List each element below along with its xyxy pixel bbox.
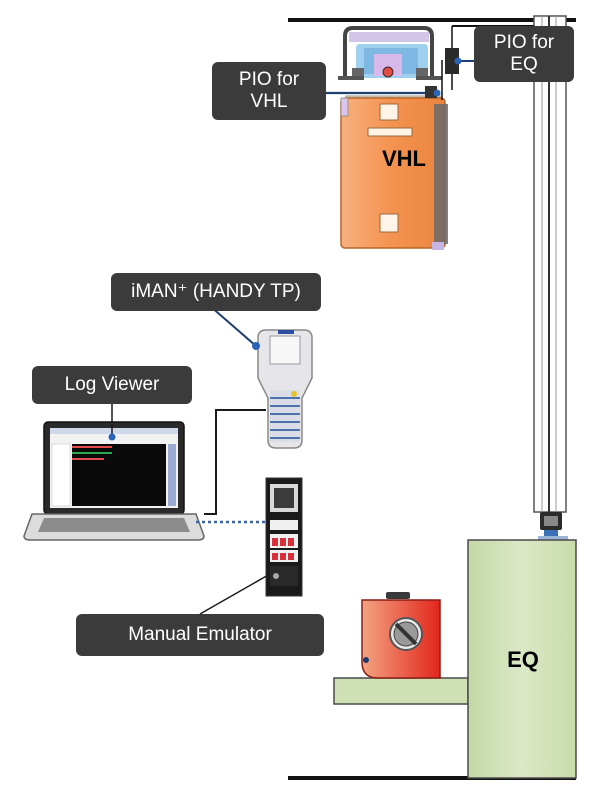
log-viewer-callout: Log Viewer [32,366,192,404]
pio-eq-callout: PIO for EQ [474,26,574,82]
eq-unit: EQ [467,539,577,779]
handy-tp-keypad [270,390,300,442]
manual-emulator-leader [199,573,271,615]
eq-label: EQ [507,647,539,672]
manual-emulator-device [265,477,303,597]
vhl-unit: VHL [340,95,448,250]
carrier-device [361,592,441,679]
manual-emulator-callout: Manual Emulator [76,614,324,656]
eq-pio-connector [538,512,568,541]
laptop-device [23,421,205,541]
iman-leader [209,305,257,347]
pio-vhl-callout: PIO for VHL [212,62,326,120]
handy-tp-device [257,329,313,449]
eq-shelf [333,677,469,705]
pio-vhl-link [326,86,441,98]
iman-anchor [252,342,260,350]
vhl-gripper [338,26,442,80]
lift-column [452,15,567,513]
laptop-to-handy-cable [204,409,266,515]
pio-eq-unit [445,26,476,90]
iman-callout: iMAN⁺ (HANDY TP) [111,273,321,311]
vhl-label: VHL [382,146,426,171]
log-viewer-anchor [108,433,116,441]
